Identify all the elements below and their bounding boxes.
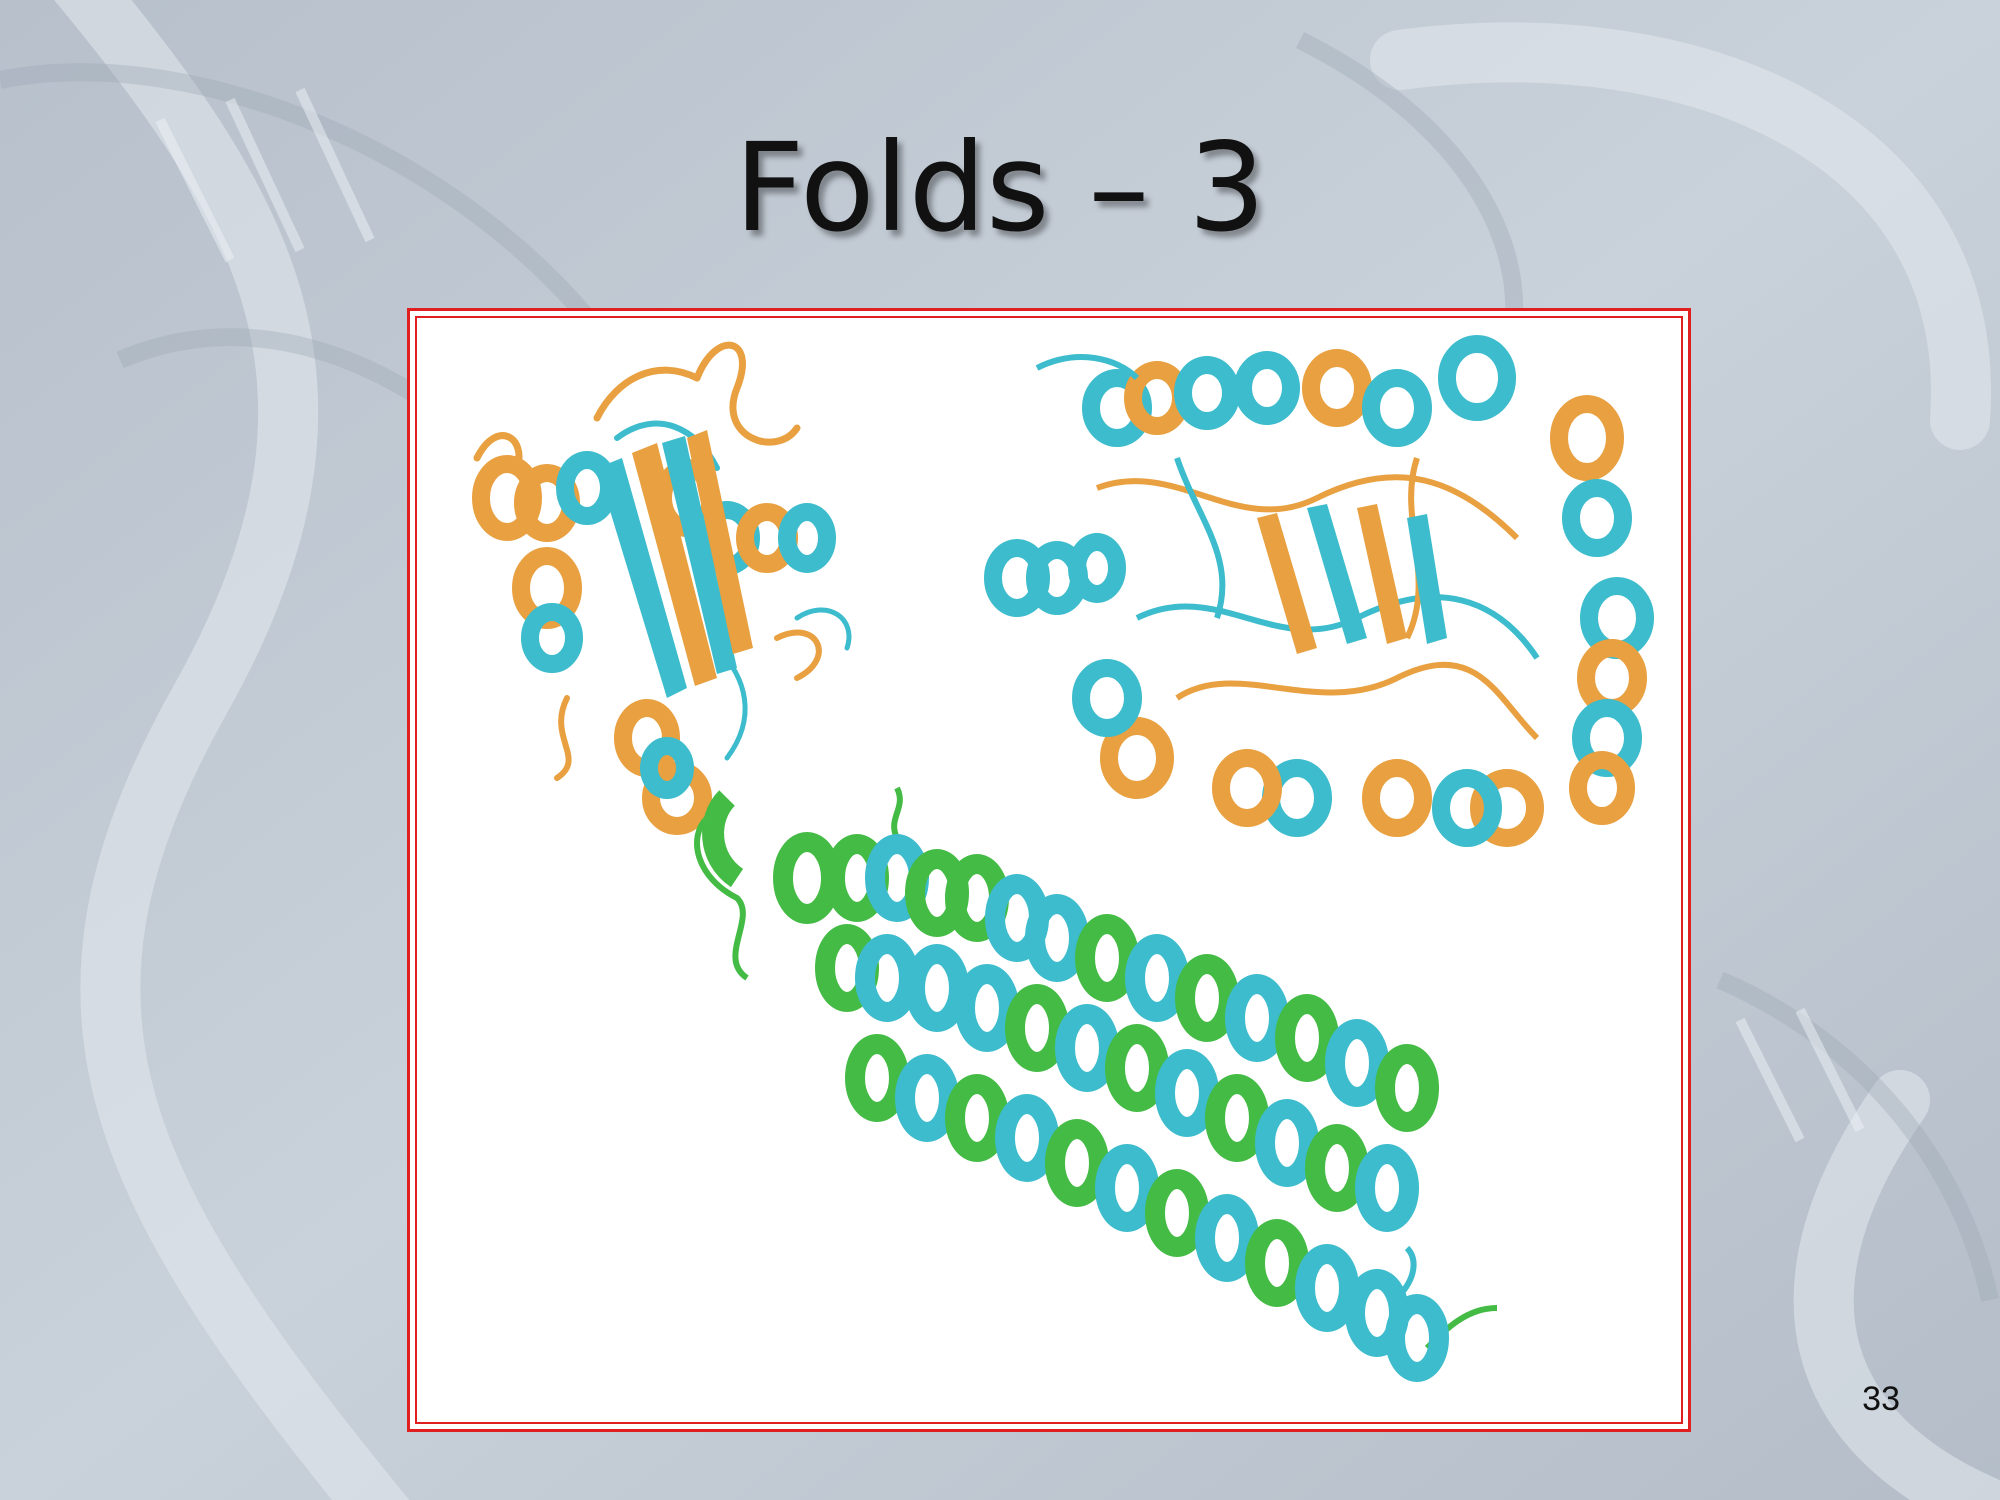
figure-frame (407, 308, 1691, 1432)
protein-fold-figure (415, 316, 1683, 1424)
alpha-beta-fold-structure (472, 341, 852, 835)
tim-barrel-structure (984, 335, 1654, 847)
slide-title: Folds – 3 (734, 117, 1266, 259)
four-helix-bundle-structure (694, 786, 1498, 1382)
page-number: 33 (1862, 1380, 1900, 1418)
